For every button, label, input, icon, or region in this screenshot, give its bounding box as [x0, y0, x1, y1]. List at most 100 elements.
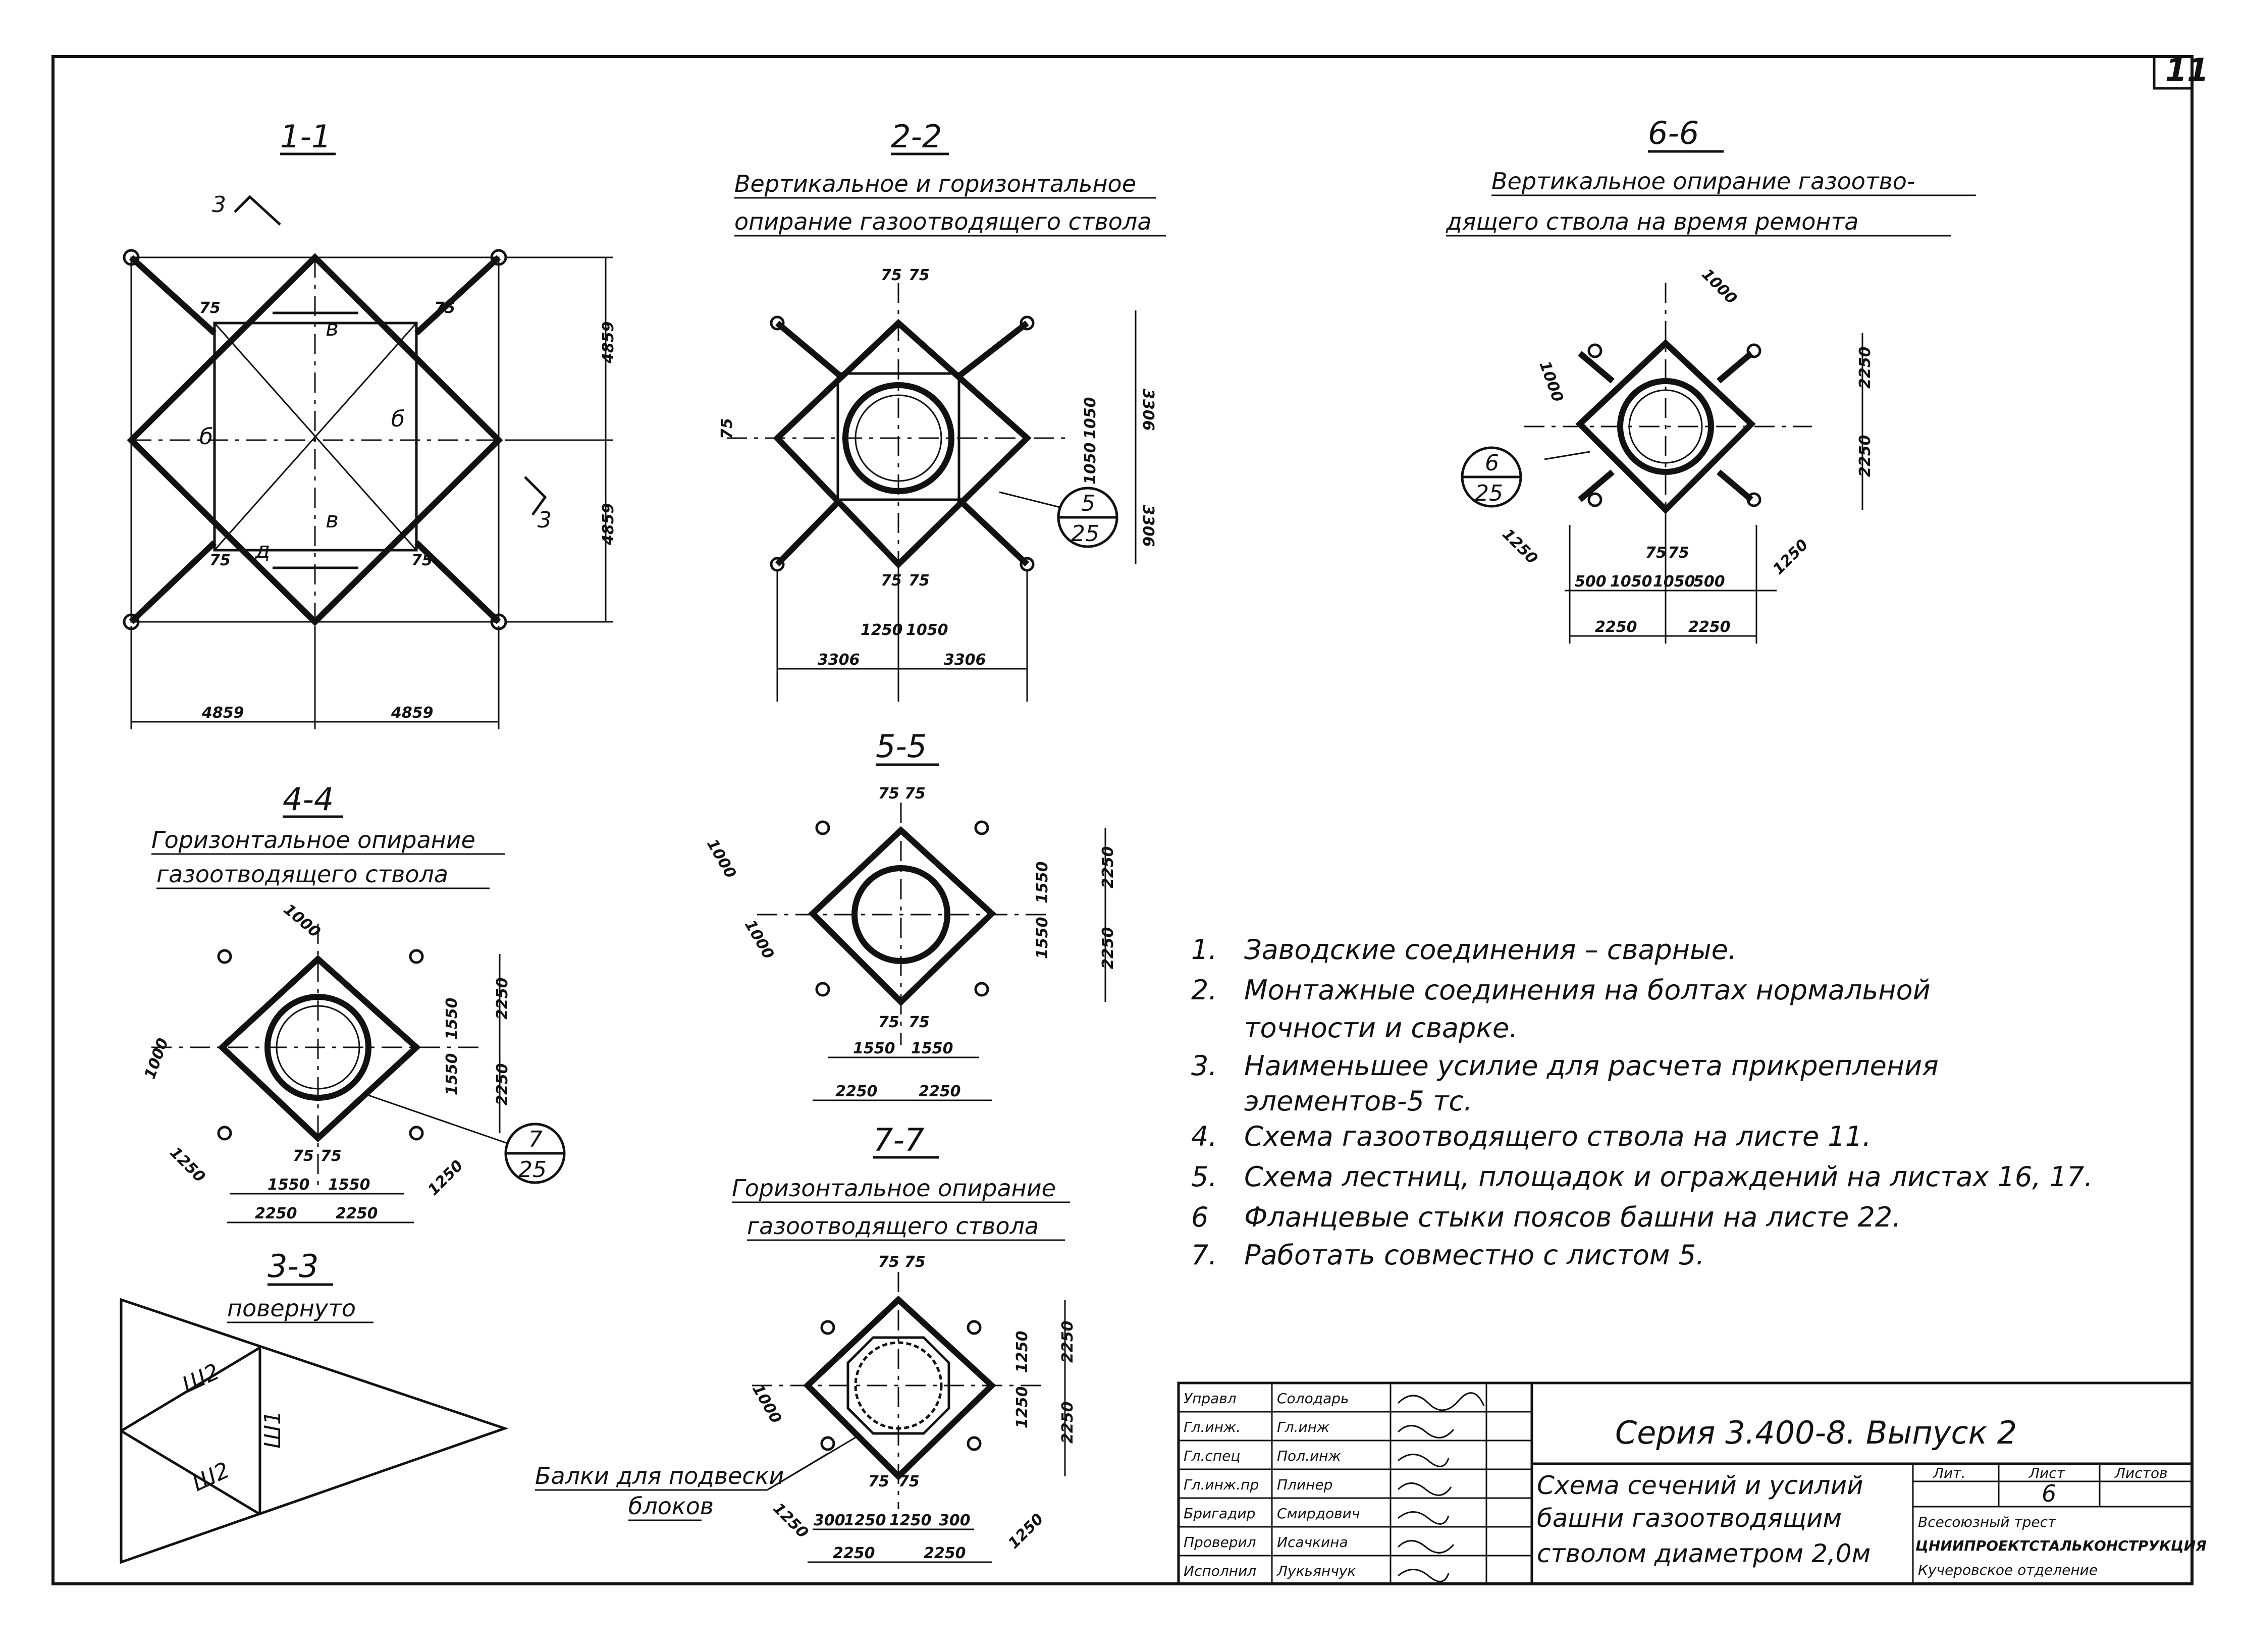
dim-1050: 1050	[906, 621, 948, 639]
signature	[1397, 1425, 1455, 1438]
dim-1550: 1550	[443, 1053, 461, 1096]
dim-2250: 2250	[835, 1083, 878, 1100]
label-d: д	[254, 538, 270, 563]
dim-1250: 1250	[1013, 1387, 1031, 1429]
note-text: Наименьшее усилие для расчета прикреплен…	[1244, 1050, 1939, 1082]
section-caption: дящего ствола на время ремонта	[1446, 208, 1859, 235]
dim-75: 75	[199, 299, 221, 317]
section-title: 6-6	[1648, 115, 1699, 151]
dim-1550: 1550	[1034, 917, 1051, 960]
dim-3306: 3306	[944, 651, 986, 669]
tb-name: Лукьянчук	[1276, 1563, 1356, 1579]
tb-role: Гл.инж.	[1184, 1419, 1241, 1435]
dim-2250: 2250	[924, 1544, 966, 1562]
note-number: 5.	[1191, 1161, 1217, 1193]
label-v: в	[326, 315, 339, 341]
note-text: Схема газоотводящего ствола на листе 11.	[1244, 1121, 1871, 1152]
signature	[1398, 1511, 1450, 1525]
label-b: б	[391, 406, 405, 432]
section-1-1: 1-1 3 в в б б д 75 75 75 75 4859 4859	[123, 118, 617, 729]
section-caption: Вертикальное опирание газоотво-	[1491, 168, 1915, 195]
dim-75: 75	[878, 1253, 899, 1271]
tb-org: Кучеровское отделение	[1918, 1562, 2098, 1578]
dim-1000: 1000	[749, 1381, 785, 1427]
tb-col-stage: Лит.	[1933, 1465, 1965, 1481]
tb-name: Солодарь	[1277, 1390, 1349, 1407]
label-w2: Ш2	[188, 1457, 234, 1497]
dim-75: 75	[904, 1253, 926, 1271]
dim-2250: 2250	[494, 978, 511, 1020]
section-2-2: 2-2 Вертикальное и горизонтальное опиран…	[718, 118, 1166, 702]
general-notes: 1. Заводские соединения – сварные. 2. Мо…	[1191, 934, 2093, 1271]
dim-1550: 1550	[328, 1176, 370, 1194]
dim-75: 75	[209, 552, 231, 569]
dim-75: 75	[878, 1014, 899, 1031]
tb-role: Бригадир	[1184, 1505, 1255, 1522]
dim-1000: 1000	[141, 1036, 172, 1081]
dim-2250: 2250	[494, 1063, 511, 1106]
note-text: Схема лестниц, площадок и ограждений на …	[1244, 1161, 2093, 1193]
section-caption: опирание газоотводящего ствола	[734, 208, 1152, 235]
dim-3306: 3306	[818, 651, 860, 669]
section-caption: Горизонтальное опирание	[732, 1175, 1056, 1202]
dim-1250: 1250	[166, 1144, 208, 1186]
note-text: элементов-5 тс.	[1244, 1085, 1472, 1117]
tb-name: Исачкина	[1277, 1534, 1348, 1551]
triangle-panel	[120, 1298, 509, 1564]
section-title: 2-2	[891, 118, 942, 155]
dim-75: 75	[904, 785, 926, 803]
tb-name: Гл.инж	[1277, 1419, 1329, 1435]
dim-1000: 1000	[1698, 265, 1740, 308]
dim-2250: 2250	[1099, 927, 1117, 970]
section-title: 1-1	[280, 118, 331, 155]
signature	[1398, 1454, 1450, 1467]
dim-1000: 1000	[703, 836, 739, 882]
dim-3306: 3306	[1139, 505, 1157, 547]
label-v: в	[326, 507, 339, 533]
section-4-4: 4-4 Горизонтальное опирание газоотводяще…	[141, 781, 566, 1223]
dim-1250: 1250	[1499, 525, 1541, 568]
dim-1250: 1250	[1770, 536, 1812, 578]
note-number: 2.	[1191, 974, 1217, 1006]
tb-org: Всесоюзный трест	[1918, 1514, 2056, 1530]
dim-1250: 1250	[769, 1500, 812, 1542]
callout-bottom: 25	[1071, 521, 1099, 547]
dim-1550: 1550	[1034, 862, 1051, 904]
tb-name: Плинер	[1277, 1476, 1332, 1493]
note-number: 4.	[1191, 1121, 1217, 1152]
section-title: 7-7	[873, 1122, 924, 1158]
signature	[1397, 1392, 1485, 1411]
note-text: точности и сварке.	[1244, 1012, 1518, 1044]
tb-doc-title: Схема сечений и усилий	[1537, 1471, 1863, 1500]
dim-300: 300	[814, 1512, 845, 1529]
section-caption: повернуто	[227, 1295, 356, 1322]
note-text: Работать совместно с листом 5.	[1244, 1239, 1704, 1271]
dim-2250: 2250	[255, 1205, 297, 1222]
dim-1050: 1050	[1082, 443, 1099, 485]
diamond	[808, 826, 996, 1006]
dim-300: 300	[939, 1512, 971, 1529]
tb-role: Проверил	[1184, 1534, 1256, 1551]
dim-1550: 1550	[443, 998, 461, 1040]
callout-top: 6	[1485, 450, 1499, 476]
tb-role: Исполнил	[1184, 1563, 1256, 1579]
leader-label: блоков	[628, 1493, 714, 1520]
leader-label: Балки для подвески	[535, 1462, 784, 1489]
note-text: Фланцевые стыки поясов башни на листе 22…	[1244, 1201, 1901, 1233]
dim-75: 75	[878, 785, 899, 803]
dim-bottom-right: 4859	[391, 704, 434, 722]
dim-2250: 2250	[1059, 1402, 1077, 1444]
tb-org: ЦНИИПРОЕКТСТАЛЬКОНСТРУКЦИЯ	[1915, 1537, 2207, 1554]
diamond	[1575, 339, 1756, 514]
dim-75: 75	[881, 267, 902, 284]
signature	[1397, 1482, 1452, 1496]
dim-2250: 2250	[1856, 435, 1874, 477]
dim-2250: 2250	[1856, 347, 1874, 389]
tb-role: Гл.инж.пр	[1184, 1476, 1259, 1493]
dim-1050: 1050	[1610, 573, 1652, 591]
diamond	[218, 954, 421, 1143]
dim-75: 75	[411, 552, 433, 569]
dim-75: 75	[293, 1147, 314, 1165]
tb-sheet-value: 6	[2042, 1480, 2056, 1507]
